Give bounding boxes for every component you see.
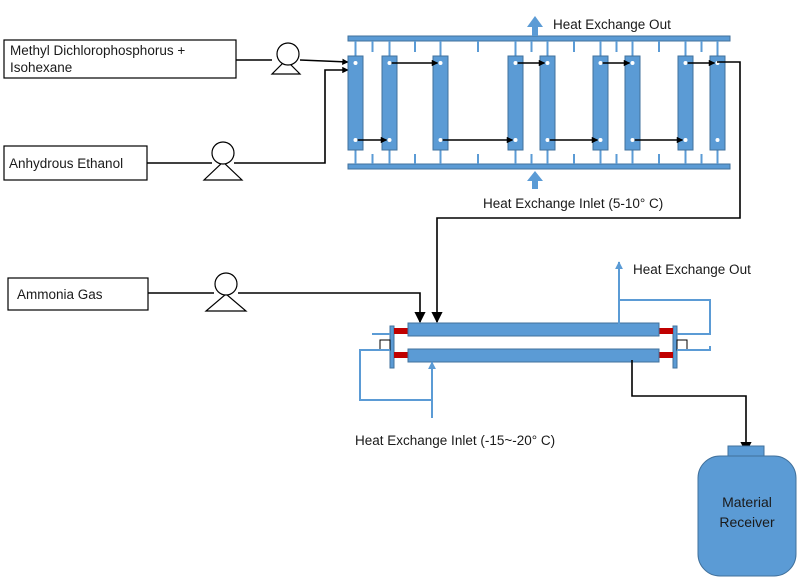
tube-port <box>353 138 358 142</box>
top-heat-exchange-out-label: Heat Exchange Out <box>553 17 671 32</box>
bottom-header-in <box>347 163 731 170</box>
top-heat-exchange-inlet-label: Heat Exchange Inlet (5-10° C) <box>483 196 663 211</box>
tube-port <box>630 138 635 142</box>
receiver-feed-line <box>631 360 752 454</box>
tube-port <box>513 138 518 142</box>
header-connectors <box>354 41 719 164</box>
feed-lines <box>147 58 426 324</box>
bottom-heat-exchange-out-label: Heat Exchange Out <box>633 262 751 277</box>
tube-port <box>513 61 518 65</box>
arrow-up-icon <box>527 171 543 189</box>
tube-port <box>545 61 550 65</box>
bottom-heat-exchange-inlet-label: Heat Exchange Inlet (-15~-20° C) <box>355 433 555 448</box>
tube-port <box>387 61 392 65</box>
ethanol-feed-box: Anhydrous Ethanol <box>3 145 148 181</box>
reactor-tube <box>347 55 364 151</box>
receiver-label-line1: Material <box>722 494 772 510</box>
transfer-line <box>431 61 741 324</box>
ethanol-feed-label: Anhydrous Ethanol <box>9 156 123 171</box>
tube-port <box>438 61 443 65</box>
reactor-tube <box>507 55 524 151</box>
tube-port <box>598 138 603 142</box>
tube-port <box>438 138 443 142</box>
tube-port <box>630 61 635 65</box>
reactor-tube <box>709 55 726 151</box>
reactor-tube <box>624 55 641 151</box>
ammonia-feed-label: Ammonia Gas <box>17 287 103 302</box>
ammonia-feed-box: Ammonia Gas <box>7 277 149 311</box>
material-receiver: Material Receiver <box>697 445 797 577</box>
double-pipe-exchanger: Heat Exchange Out Heat Exchange Inlet (-… <box>355 261 751 448</box>
pump-icon <box>204 272 248 312</box>
tube-port <box>545 138 550 142</box>
methyl-feed-box: Methyl Dichlorophosphorus + Isohexane <box>3 39 237 79</box>
tube-flow-arrows <box>357 59 716 144</box>
arrow-up-icon <box>527 16 543 36</box>
reactor-tube <box>677 55 694 151</box>
tube-port <box>683 138 688 142</box>
tube-reactor-top: Heat Exchange Out Heat Exchange Inlet (5… <box>347 16 731 211</box>
tube-port <box>715 138 720 142</box>
reactor-tube <box>592 55 609 151</box>
pump-icon <box>270 42 302 75</box>
pump-icon <box>202 141 244 181</box>
tube-port <box>387 138 392 142</box>
tube-port <box>598 61 603 65</box>
receiver-label-line2: Receiver <box>719 514 775 530</box>
reactor-tube <box>381 55 398 151</box>
methyl-feed-label-line2: Isohexane <box>10 60 72 75</box>
tube-port <box>353 61 358 65</box>
reactor-tube <box>432 55 449 151</box>
reactor-tubes <box>347 55 726 151</box>
reactor-tube <box>539 55 556 151</box>
methyl-feed-label: Methyl Dichlorophosphorus + <box>10 43 185 58</box>
tube-port <box>683 61 688 65</box>
top-header-out <box>347 35 731 42</box>
